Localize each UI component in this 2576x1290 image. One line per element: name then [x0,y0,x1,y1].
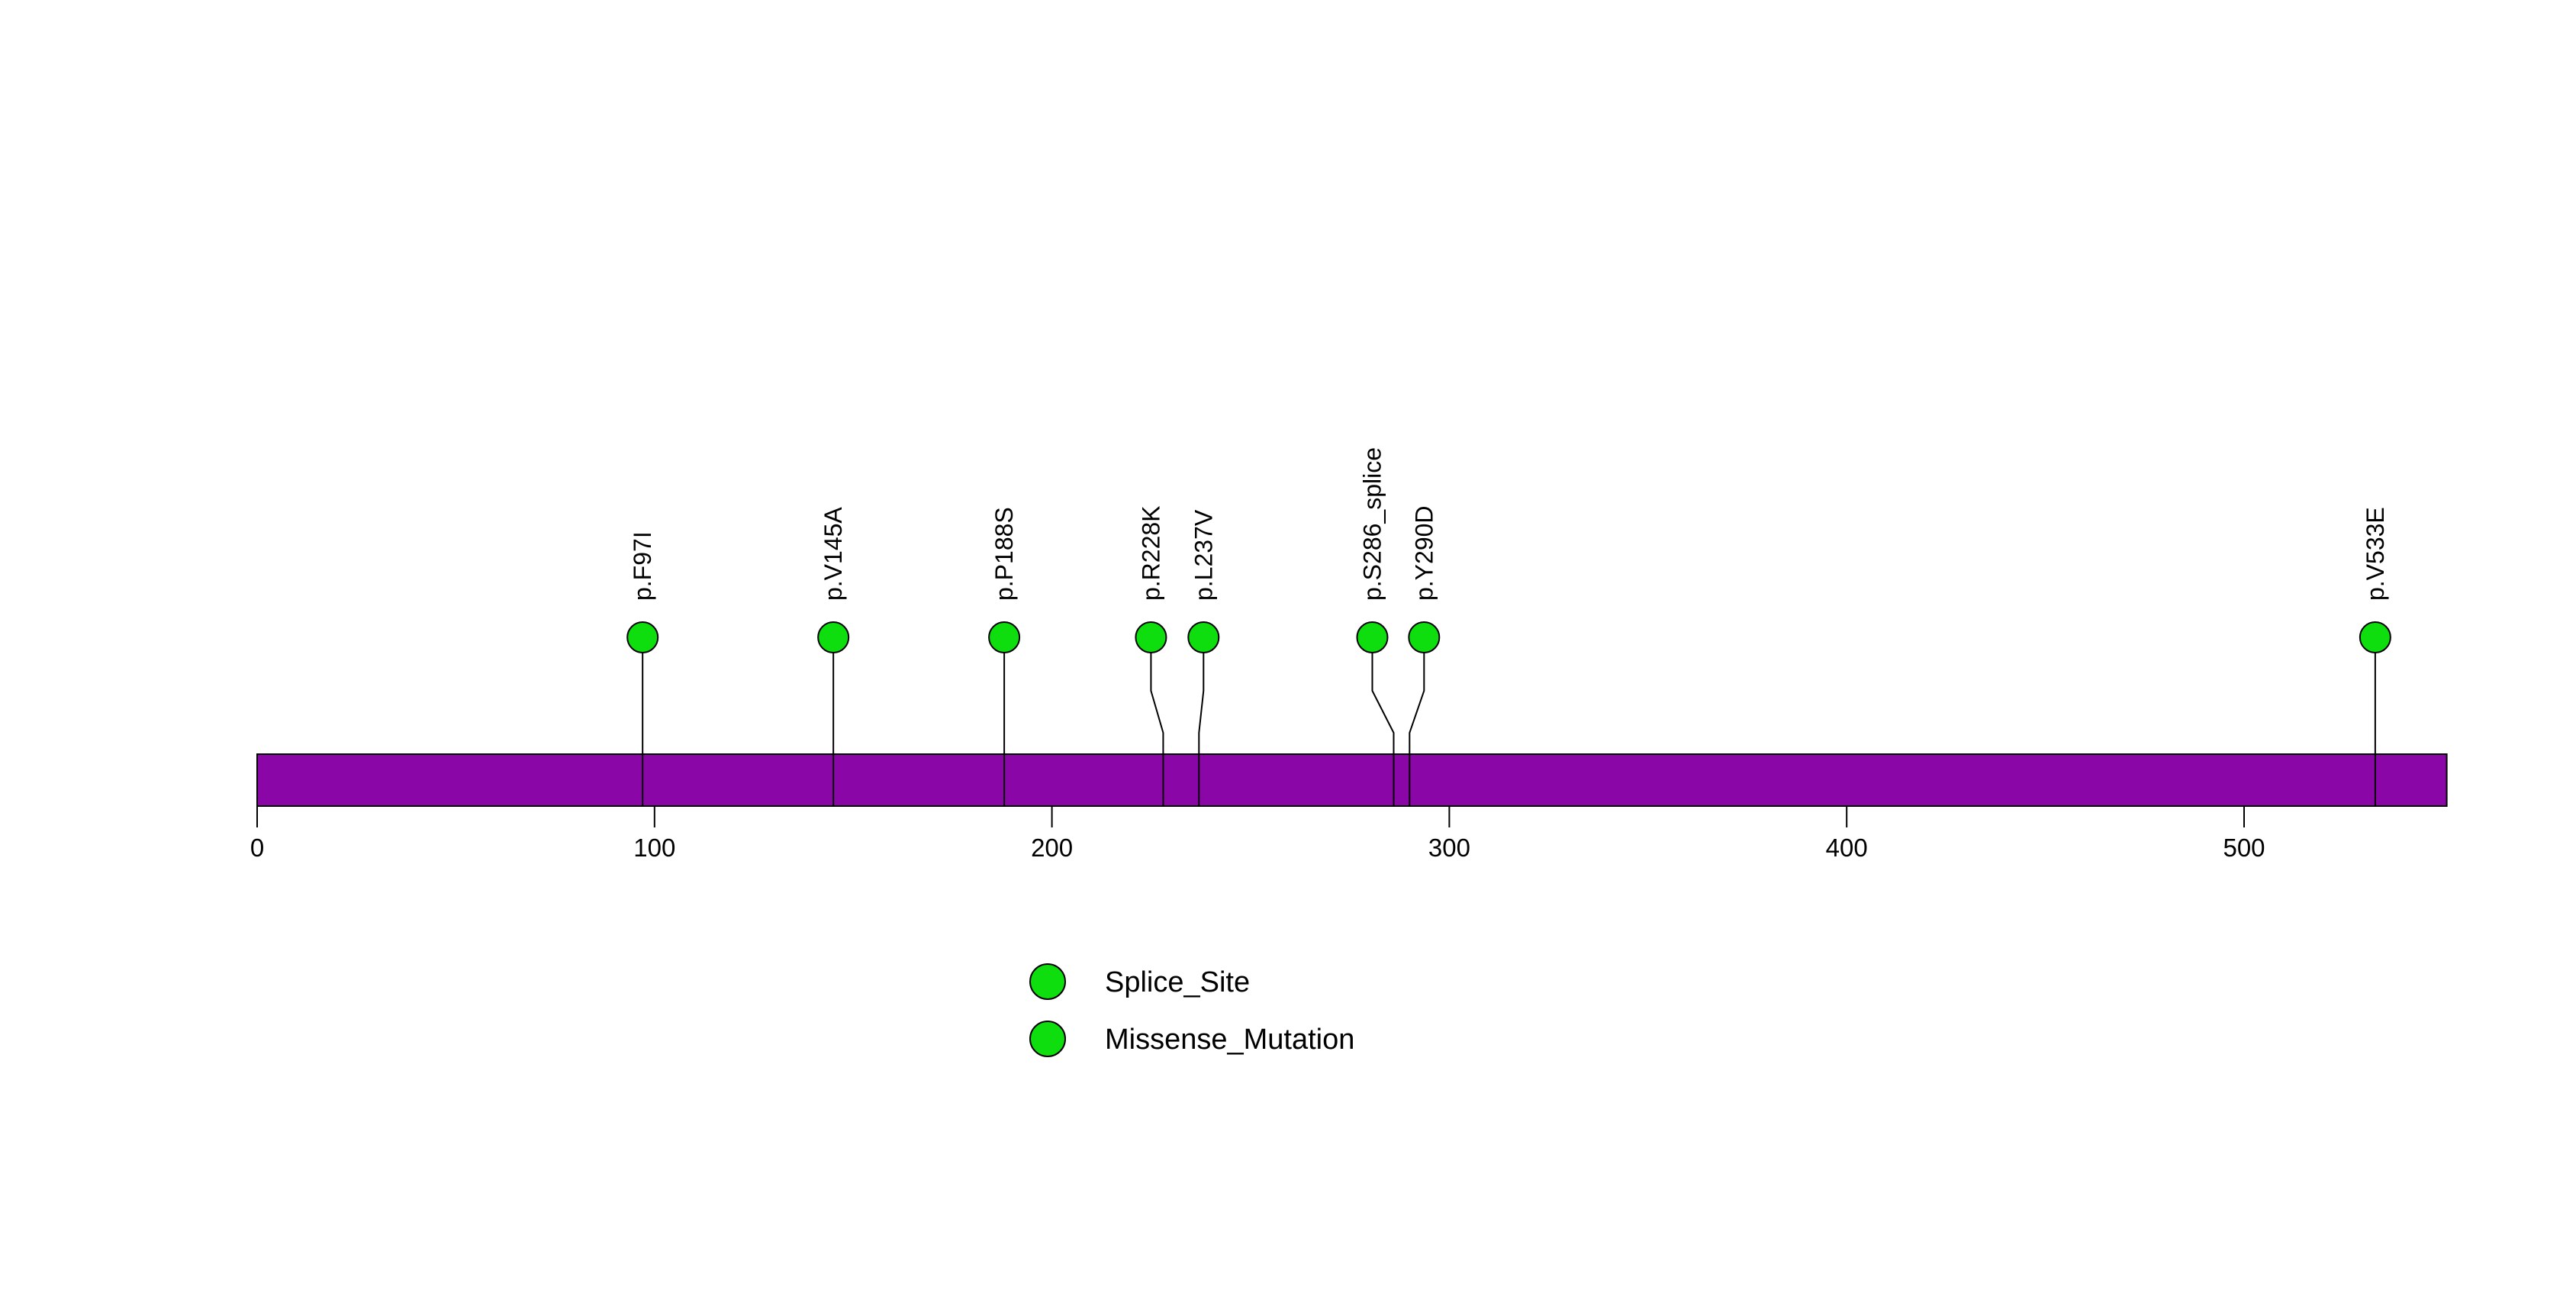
axis-tick-label: 500 [2223,834,2265,862]
mutation-label: p.P188S [990,507,1018,601]
legend-swatch [1029,963,1066,1000]
mutation-label: p.V533E [2362,507,2389,601]
mutation-point [817,621,850,653]
mutation-point [1356,621,1389,653]
mutation-label: p.Y290D [1410,505,1438,601]
mutation-point [1408,621,1441,653]
protein-bar [256,753,2448,807]
legend-label: Missense_Mutation [1105,1024,1354,1056]
mutation-label: p.V145A [819,507,847,601]
mutation-label: p.S286_splice [1358,447,1386,601]
legend-label: Splice_Site [1105,966,1250,998]
axis-tick-label: 400 [1826,834,1868,862]
axis-tick-label: 0 [250,834,264,862]
axis-tick-label: 300 [1428,834,1470,862]
mutation-stem [1409,652,1425,805]
mutation-stem [1198,652,1205,805]
mutation-label: p.R228K [1137,505,1164,601]
axis-tick-label: 100 [633,834,675,862]
mutation-point [2359,621,2391,653]
axis-tick-label: 200 [1031,834,1073,862]
mutation-stem [1371,652,1395,805]
mutation-point [988,621,1021,653]
mutation-point [626,621,659,653]
mutation-label: p.F97I [629,531,656,601]
mutation-point [1187,621,1220,653]
mutation-stem [1150,652,1164,805]
legend-swatch [1029,1021,1066,1057]
mutation-point [1135,621,1167,653]
mutation-label: p.L237V [1190,509,1217,601]
